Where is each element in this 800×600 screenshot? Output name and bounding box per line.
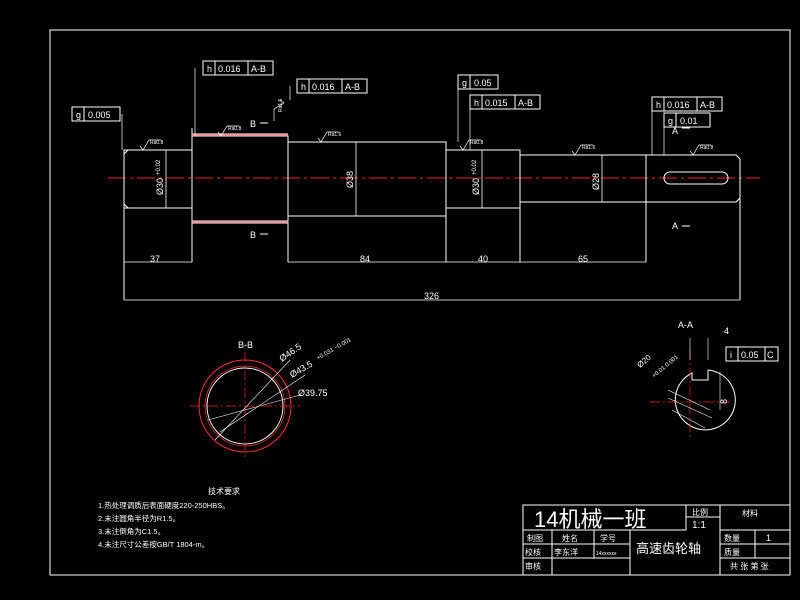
- tol-runout-1-value: 0.016: [218, 64, 241, 74]
- section-mark-b-bottom: B: [250, 230, 256, 240]
- roughness-4: Ra0.8: [470, 140, 484, 146]
- title-name-label: 姓名: [562, 533, 578, 543]
- roughness-6: Ra0.8: [700, 145, 714, 151]
- tol-cyl-left-symbol: g: [76, 110, 81, 120]
- section-bb-outer: Ø46.5: [277, 341, 303, 363]
- dim-40: 40: [478, 254, 488, 264]
- tol-runout-1-symbol: h: [207, 64, 212, 74]
- title-review-label: 审核: [525, 561, 541, 571]
- tol-runout-3-symbol: h: [474, 98, 479, 108]
- title-class-name: 14机械一班: [534, 507, 646, 532]
- tol-cyl-far-right-value: 0.01: [680, 116, 698, 126]
- title-sheet-label: 共 张 第 张: [730, 561, 769, 571]
- title-part-name: 高速齿轮轴: [636, 541, 701, 556]
- dim-326: 326: [424, 291, 439, 301]
- diameter-4: Ø28: [591, 173, 601, 190]
- section-mark-a-bottom: A: [672, 221, 678, 231]
- tech-req-item-2: 2.未注圆角半径为R1.5。: [98, 513, 180, 523]
- tol-cyl-far-right-symbol: g: [668, 116, 673, 126]
- title-block-grid: [522, 504, 791, 576]
- diameter-2: Ø38: [345, 171, 355, 188]
- roughness-3: Ra1.6: [328, 132, 342, 138]
- title-design-label: 校核: [525, 547, 541, 557]
- tol-cyl-right-symbol: g: [462, 78, 467, 88]
- title-qty-label: 数量: [724, 533, 740, 543]
- tech-req-title: 技术要求: [208, 486, 240, 496]
- roughness-1: Ra0.8: [150, 140, 164, 146]
- section-bb-bore: Ø39.75: [298, 388, 328, 398]
- dim-65: 65: [578, 254, 588, 264]
- section-cut-lines: [260, 122, 690, 235]
- roughness-7: Ra1.6: [278, 98, 284, 112]
- tol-cyl-left-value: 0.005: [88, 110, 111, 120]
- tol-runout-2-symbol: h: [301, 82, 306, 92]
- tolerance-frames: [71, 60, 779, 362]
- tech-req-item-4: 4.未注尺寸公差按GB/T 1804-m。: [98, 539, 209, 549]
- section-bb-title: B-B: [238, 340, 253, 350]
- tol-symmetry-symbol: i: [730, 350, 732, 360]
- diameter-1-tol: +0.02: [156, 159, 162, 175]
- dim-37: 37: [150, 254, 160, 264]
- tol-cyl-right-value: 0.05: [474, 78, 492, 88]
- section-aa-diameter: Ø20: [636, 353, 654, 370]
- title-draw-label: 制图: [527, 533, 543, 543]
- section-aa-title: A-A: [678, 320, 693, 330]
- title-scale-label: 比例: [692, 507, 708, 517]
- diameter-3-tol: +0.02: [472, 159, 478, 175]
- title-weight-label: 质量: [724, 547, 740, 557]
- tech-req-item-3: 3.未注倒角为C1.5。: [98, 526, 165, 536]
- leader-lines: [121, 68, 665, 155]
- tol-symmetry-value: 0.05: [741, 350, 759, 360]
- tol-runout-3-datum: A-B: [518, 98, 533, 108]
- tol-runout-3-value: 0.015: [485, 98, 508, 108]
- section-aa-width: 4: [724, 326, 729, 336]
- section-aa-view: [650, 338, 736, 440]
- title-scale: 1:1: [692, 520, 706, 531]
- diameter-1: Ø30: [155, 178, 165, 195]
- roughness-5: Ra1.6: [582, 145, 596, 151]
- dim-84: 84: [360, 254, 370, 264]
- roughness-2: Ra0.8: [228, 126, 242, 132]
- tol-runout-4-value: 0.016: [667, 100, 690, 110]
- tol-runout-1-datum: A-B: [251, 64, 266, 74]
- diameter-3: Ø30: [471, 178, 481, 195]
- gear-band-marks: [192, 134, 288, 223]
- title-qty: 1: [766, 533, 771, 543]
- title-student-id: 14xxxxxx: [596, 551, 617, 557]
- section-mark-b-top: B: [250, 119, 256, 129]
- tol-runout-2-datum: A-B: [345, 82, 360, 92]
- title-material-label: 材料: [742, 508, 758, 518]
- tol-runout-2-value: 0.016: [312, 82, 335, 92]
- shaft-outline: [123, 128, 741, 300]
- title-designer: 李东洋: [554, 547, 578, 557]
- section-bb-view: [190, 352, 306, 460]
- section-mark-a-top: A: [672, 126, 678, 136]
- drawing-frame: [49, 29, 791, 576]
- tol-runout-4-datum: A-B: [700, 100, 715, 110]
- section-aa-depth: 8: [719, 399, 729, 404]
- tol-runout-4-symbol: h: [656, 100, 661, 110]
- dimension-lines: [124, 142, 740, 301]
- roughness-symbols: [139, 99, 711, 156]
- section-bb-inner-tol: +0.031 −0.001: [316, 337, 353, 362]
- section-bb-inner: Ø43.5: [288, 359, 314, 380]
- tol-symmetry-datum: C: [767, 350, 774, 360]
- tech-req-item-1: 1.热处理调质后表面硬度220-250HBS。: [98, 500, 230, 510]
- title-id-label: 学号: [600, 533, 616, 543]
- section-aa-diameter-tol: +0.01 0.001: [651, 354, 680, 380]
